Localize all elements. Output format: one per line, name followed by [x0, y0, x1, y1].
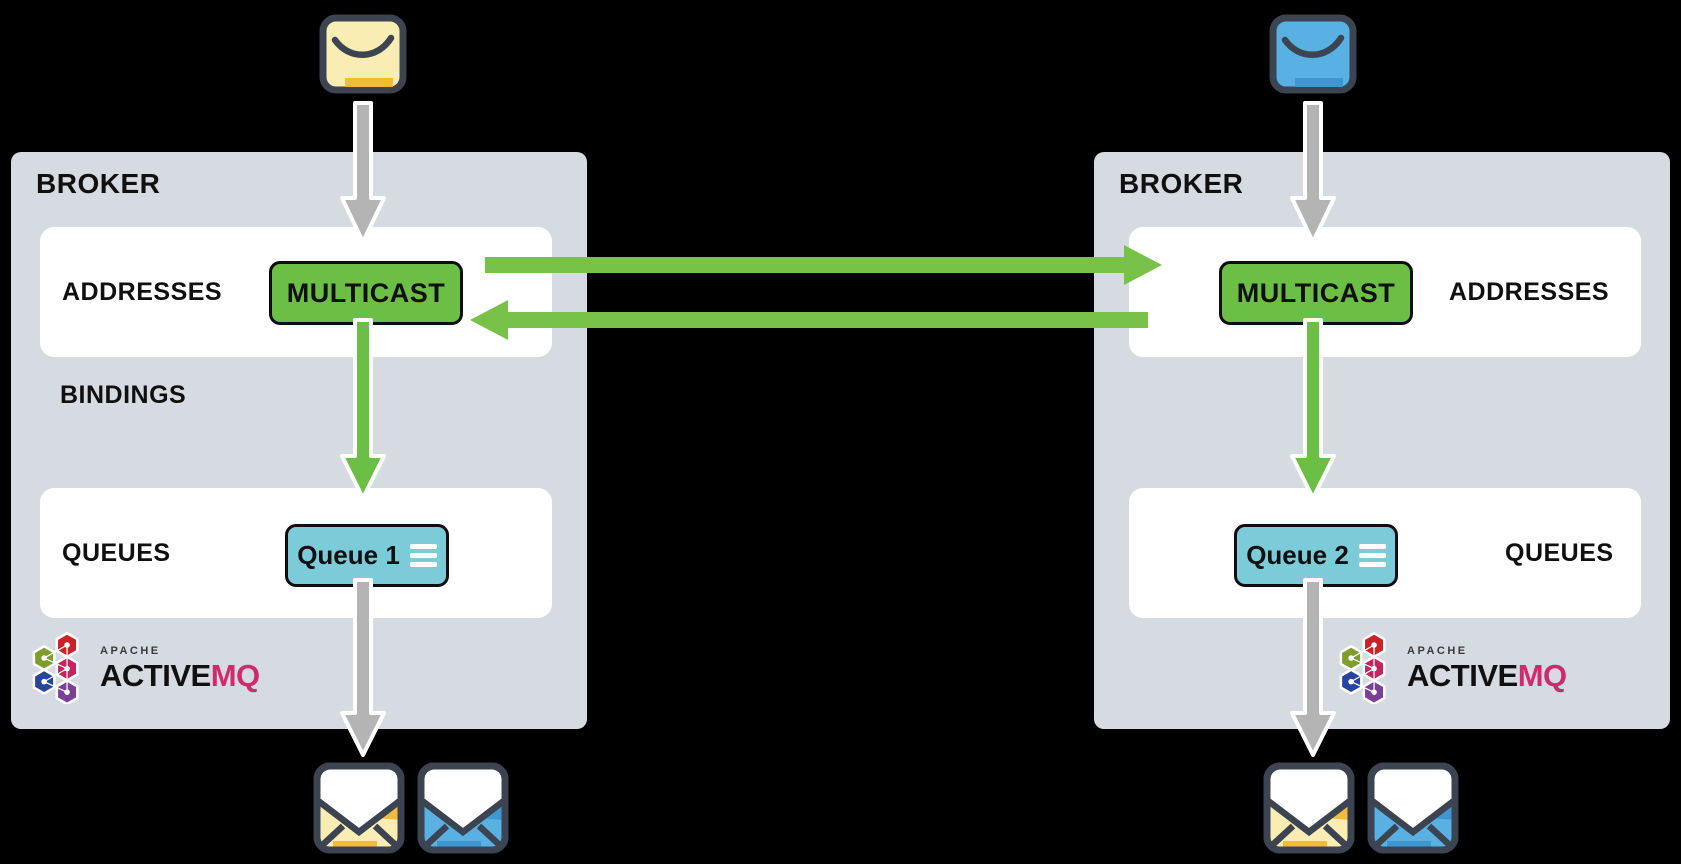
queue-lines-icon	[409, 544, 437, 567]
queues-label-left: QUEUES	[62, 539, 171, 567]
activemq-logo-right: APACHE ACTIVEMQ	[1335, 632, 1567, 704]
multicast-node-left: MULTICAST	[269, 261, 463, 325]
queue-node-left: Queue 1	[285, 524, 449, 587]
consumer-message-icon-blue	[1367, 762, 1459, 854]
queue-lines-icon	[1358, 544, 1386, 567]
activemq-hexagons-icon	[32, 632, 79, 704]
activemq-logo-left: APACHE ACTIVEMQ	[28, 632, 260, 704]
bindings-label-left: BINDINGS	[60, 381, 187, 409]
activemq-hexagons-icon	[1339, 632, 1386, 704]
queues-label-right: QUEUES	[1505, 539, 1614, 567]
activemq-wordmark: ACTIVEMQ	[100, 657, 260, 693]
broker-title: BROKER	[1119, 168, 1244, 199]
consumer-message-icon-yellow	[1263, 762, 1355, 854]
queue-node-label: Queue 2	[1246, 540, 1349, 570]
multicast-node-label: MULTICAST	[1236, 277, 1396, 308]
multicast-node-label: MULTICAST	[286, 277, 446, 308]
queue-node-right: Queue 2	[1234, 524, 1398, 587]
apache-label: APACHE	[1407, 644, 1468, 657]
queue-node-label: Queue 1	[297, 540, 400, 570]
activemq-wordmark: ACTIVEMQ	[1407, 657, 1567, 693]
consumer-message-icon-blue	[417, 762, 509, 854]
consumer-message-icon-yellow	[313, 762, 405, 854]
broker-title: BROKER	[36, 168, 161, 199]
addresses-label-left: ADDRESSES	[62, 278, 223, 306]
addresses-label-right: ADDRESSES	[1449, 278, 1610, 306]
apache-label: APACHE	[100, 644, 161, 657]
producer-message-icon-yellow	[319, 14, 407, 94]
multicast-node-right: MULTICAST	[1219, 261, 1413, 325]
producer-message-icon-blue	[1269, 14, 1357, 94]
